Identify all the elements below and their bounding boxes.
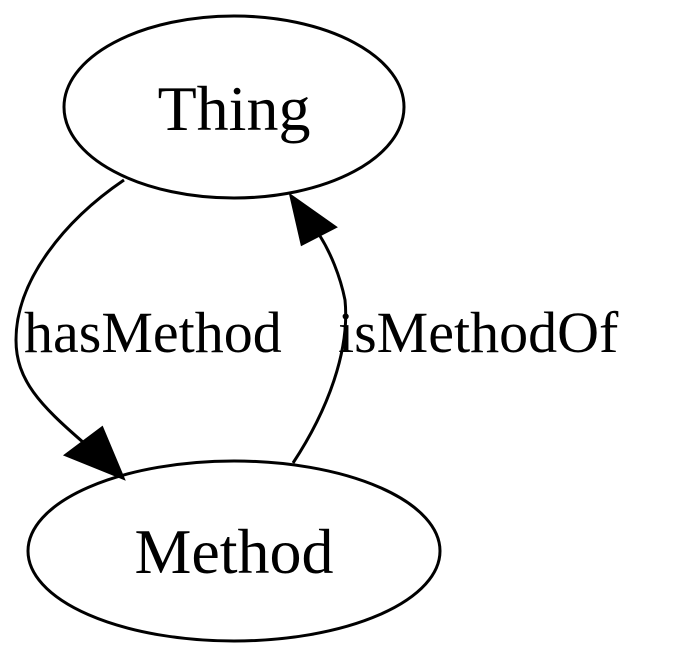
node-method[interactable]: Method	[26, 459, 442, 643]
node-method-label: Method	[134, 516, 333, 587]
node-method-shape	[26, 459, 442, 643]
edge-ismethodof[interactable]: isMethodOf	[288, 192, 619, 464]
node-thing[interactable]: Thing	[62, 14, 406, 200]
node-thing-shape	[62, 14, 406, 200]
edge-hasmethod-line	[14, 178, 125, 445]
edge-hasmethod-label: hasMethod	[24, 300, 282, 365]
edge-hasmethod-arrowhead	[62, 425, 126, 481]
edge-ismethodof-arrowhead	[288, 192, 338, 247]
edge-ismethodof-label: isMethodOf	[338, 300, 619, 365]
edge-hasmethod[interactable]: hasMethod	[14, 178, 282, 481]
node-thing-label: Thing	[158, 73, 311, 144]
edge-ismethodof-line	[291, 235, 348, 464]
